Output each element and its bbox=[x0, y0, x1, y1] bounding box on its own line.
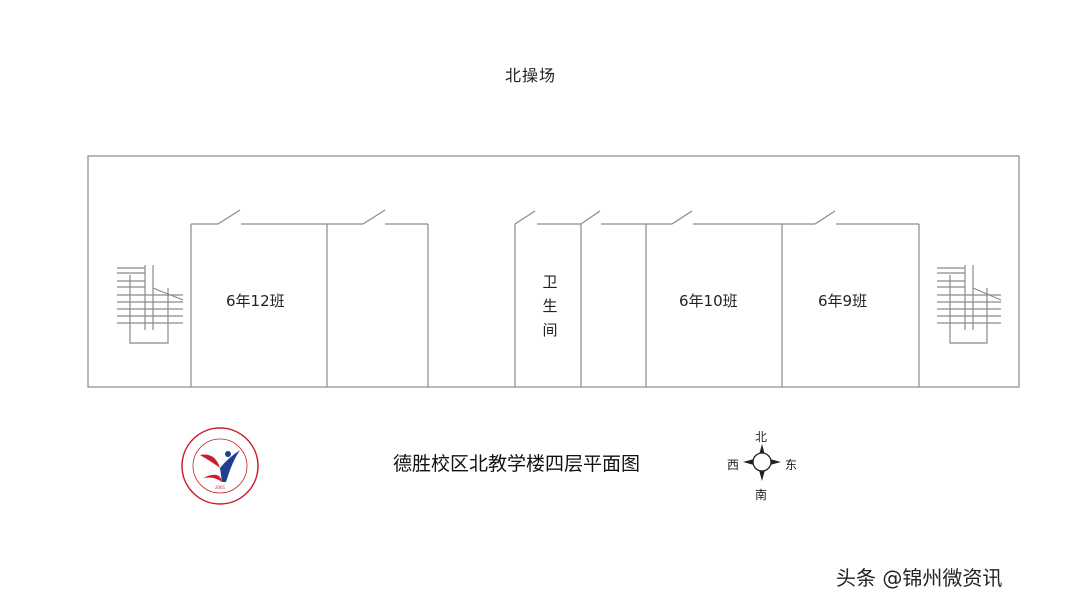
north-playground-label: 北操场 bbox=[505, 66, 557, 85]
room-label-6-9: 6年9班 bbox=[818, 292, 868, 310]
room-label-restroom: 卫生间 bbox=[542, 273, 558, 339]
compass-east: 东 bbox=[785, 458, 798, 472]
plan-title: 德胜校区北教学楼四层平面图 bbox=[393, 453, 641, 475]
room-walls bbox=[190, 223, 920, 387]
compass-south: 南 bbox=[755, 488, 768, 502]
building-outline bbox=[87, 155, 1020, 388]
room-label-6-10: 6年10班 bbox=[679, 292, 738, 310]
school-logo: 2005 bbox=[181, 427, 259, 505]
compass-rose bbox=[743, 444, 781, 481]
doors bbox=[217, 209, 836, 225]
stairs-east bbox=[937, 265, 1002, 344]
compass-west: 西 bbox=[727, 458, 740, 472]
stairs-west bbox=[117, 265, 184, 344]
compass-north: 北 bbox=[755, 430, 768, 444]
watermark: 头条 @锦州微资讯 bbox=[836, 566, 1003, 590]
room-label-6-12: 6年12班 bbox=[226, 292, 285, 310]
svg-text:2005: 2005 bbox=[215, 486, 226, 491]
